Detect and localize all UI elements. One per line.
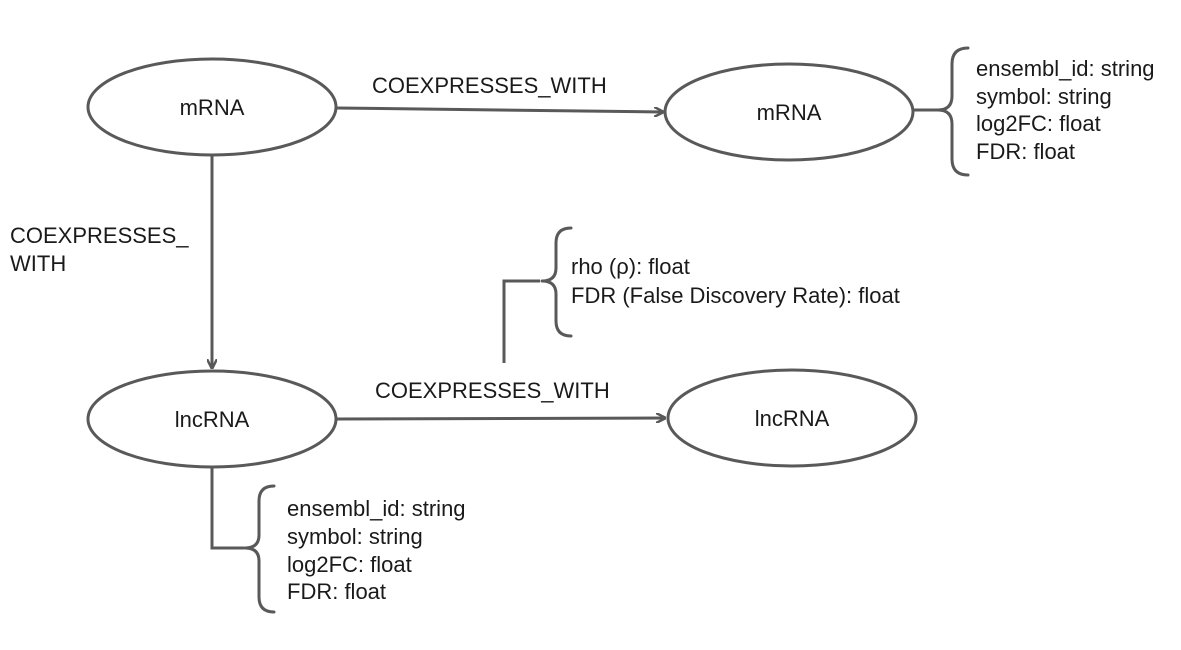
lncrna-properties-connector — [210, 467, 244, 550]
edge-mrna-to-lncrna: COEXPRESSES_ WITH — [10, 155, 212, 368]
edge-prop-rho: rho (ρ): float — [571, 254, 690, 279]
mrna-prop-ensembl-id: ensembl_id: string — [976, 56, 1155, 81]
edge-properties-connector — [502, 279, 540, 363]
mrna-prop-symbol: symbol: string — [976, 84, 1112, 109]
lncrna-properties-bracket — [243, 484, 276, 614]
edge-label-mrna-to-mrna: COEXPRESSES_WITH — [372, 73, 607, 98]
node-lncrna-target-shape — [666, 368, 918, 468]
edge-label-mrna-to-lncrna-line1: COEXPRESSES_ — [10, 223, 189, 248]
mrna-properties-bracket — [936, 46, 970, 177]
edge-label-mrna-to-lncrna-line2: WITH — [10, 251, 66, 276]
edge-properties-group: rho (ρ): float FDR (False Discovery Rate… — [502, 226, 900, 363]
edge-line-lncrna-to-lncrna — [336, 418, 665, 419]
lncrna-properties-group: ensembl_id: string symbol: string log2FC… — [210, 467, 466, 614]
node-lncrna-source: lncRNA — [86, 369, 338, 469]
edge-prop-fdr: FDR (False Discovery Rate): float — [571, 283, 900, 308]
lncrna-prop-ensembl-id: ensembl_id: string — [287, 496, 466, 521]
edge-lncrna-to-lncrna: COEXPRESSES_WITH — [336, 378, 665, 419]
mrna-properties-group: ensembl_id: string symbol: string log2FC… — [914, 46, 1155, 177]
lncrna-prop-symbol: symbol: string — [287, 524, 423, 549]
mrna-prop-log2fc: log2FC: float — [976, 111, 1101, 136]
edge-mrna-to-mrna: COEXPRESSES_WITH — [336, 73, 663, 112]
edge-properties-bracket — [540, 226, 573, 338]
node-mrna-source: mRNA — [86, 57, 338, 157]
node-lncrna-target-label: lncRNA — [755, 406, 830, 431]
lncrna-prop-log2fc: log2FC: float — [287, 552, 412, 577]
node-mrna-target-shape — [663, 62, 915, 162]
edge-label-lncrna-to-lncrna: COEXPRESSES_WITH — [375, 378, 610, 403]
node-mrna-target-label: mRNA — [757, 100, 822, 125]
node-mrna-source-label: mRNA — [180, 95, 245, 120]
node-mrna-target: mRNA — [663, 62, 915, 162]
node-lncrna-source-label: lncRNA — [175, 407, 250, 432]
lncrna-prop-fdr: FDR: float — [287, 579, 386, 604]
mrna-prop-fdr: FDR: float — [976, 139, 1075, 164]
edge-line-mrna-to-mrna — [336, 106, 663, 112]
node-mrna-source-shape — [86, 57, 338, 157]
node-lncrna-target: lncRNA — [666, 368, 918, 468]
